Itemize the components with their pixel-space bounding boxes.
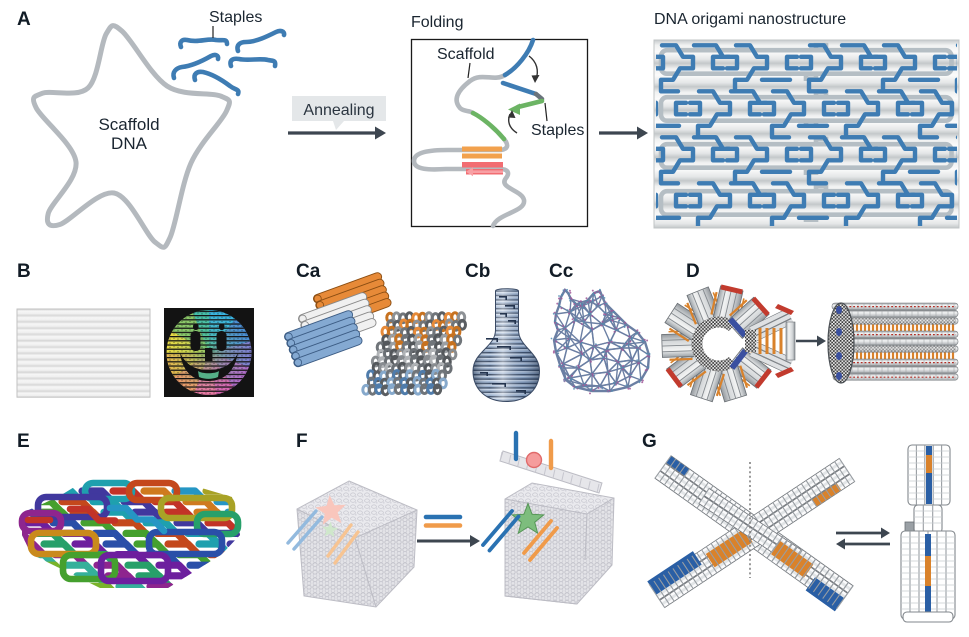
svg-text:D: D <box>686 261 700 282</box>
svg-text:B: B <box>17 261 31 282</box>
svg-text:Folding: Folding <box>411 14 463 31</box>
svg-text:DNA: DNA <box>111 134 148 153</box>
svg-text:Staples: Staples <box>531 122 584 139</box>
svg-text:DNA origami nanostructure: DNA origami nanostructure <box>654 11 846 28</box>
svg-text:Annealing: Annealing <box>303 102 374 119</box>
svg-text:F: F <box>296 431 308 452</box>
svg-text:E: E <box>17 431 30 452</box>
svg-text:Cc: Cc <box>549 261 574 282</box>
svg-text:Staples: Staples <box>209 9 262 26</box>
svg-text:G: G <box>642 431 657 452</box>
svg-text:Ca: Ca <box>296 261 321 282</box>
svg-text:A: A <box>17 9 31 30</box>
svg-text:Scaffold: Scaffold <box>98 115 159 134</box>
svg-text:Cb: Cb <box>465 261 490 282</box>
svg-text:Scaffold: Scaffold <box>437 46 495 63</box>
